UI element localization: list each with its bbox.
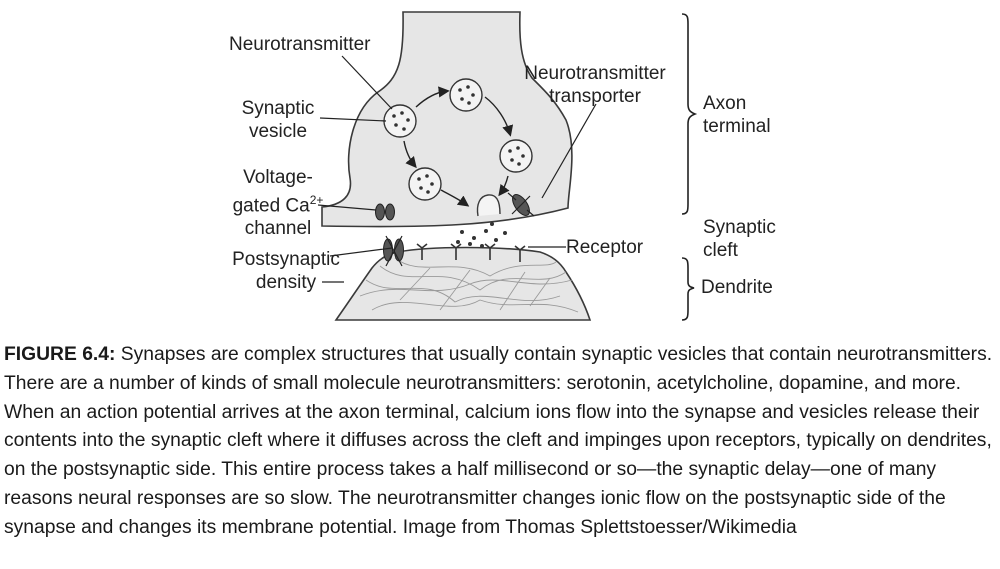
- synaptic-vesicles: [383, 78, 533, 201]
- label-receptor: Receptor: [566, 237, 644, 258]
- synapse-diagram: [317, 11, 698, 321]
- label-postsynaptic-density: Postsynaptic density: [220, 248, 352, 294]
- label-synaptic-vesicle-line1: Synaptic: [241, 98, 315, 119]
- vesicle-cycle-arrows: [403, 86, 514, 207]
- label-synaptic-vesicle: Synaptic vesicle: [232, 97, 324, 143]
- label-transporter-line1: Neurotransmitter: [524, 63, 666, 84]
- fusion-pore: [476, 194, 501, 217]
- label-axon-terminal-line2: terminal: [703, 116, 771, 137]
- label-ca-channel-line2: gated Ca2+: [232, 193, 324, 217]
- figure-number: FIGURE 6.4:: [4, 344, 116, 365]
- label-axon-terminal: Axon terminal: [703, 92, 771, 138]
- postsynaptic-density-texture: [359, 257, 579, 313]
- label-transporter: Neurotransmitter transporter: [509, 62, 681, 108]
- label-ca-channel-line1: Voltage-: [243, 167, 313, 188]
- receptor-icons: [416, 243, 526, 262]
- label-neurotransmitter: Neurotransmitter: [229, 34, 371, 55]
- axon-terminal-brace: [681, 13, 698, 215]
- leader-lines: [317, 55, 597, 283]
- label-ca-channel-line3: channel: [244, 218, 312, 240]
- label-postsynaptic-density-line2: density: [255, 272, 317, 293]
- synapse-figure: [317, 11, 698, 321]
- transporter-icon: [507, 192, 535, 217]
- axon-terminal-shape: [321, 11, 573, 228]
- ca-channel-icon: [375, 203, 395, 221]
- caption-text: Synapses are complex structures that usu…: [4, 344, 993, 538]
- label-axon-terminal-line1: Axon: [703, 93, 747, 114]
- label-dendrite: Dendrite: [701, 277, 773, 298]
- vesicle-contents: [392, 85, 525, 194]
- dendrite-brace: [681, 257, 695, 321]
- label-ca-channel: Voltage- gated Ca2+ channel: [226, 166, 330, 240]
- label-postsynaptic-density-line1: Postsynaptic: [232, 249, 340, 270]
- postsynaptic-channel-icon: [383, 235, 404, 267]
- label-transporter-line2: transporter: [549, 86, 641, 107]
- label-synaptic-cleft-line2: cleft: [703, 240, 738, 261]
- label-synaptic-vesicle-line2: vesicle: [248, 121, 308, 142]
- figure-caption: FIGURE 6.4: Synapses are complex structu…: [4, 341, 994, 543]
- released-neurotransmitter: [456, 222, 507, 248]
- label-synaptic-cleft-line1: Synaptic: [703, 217, 776, 238]
- label-synaptic-cleft: Synaptic cleft: [703, 216, 776, 262]
